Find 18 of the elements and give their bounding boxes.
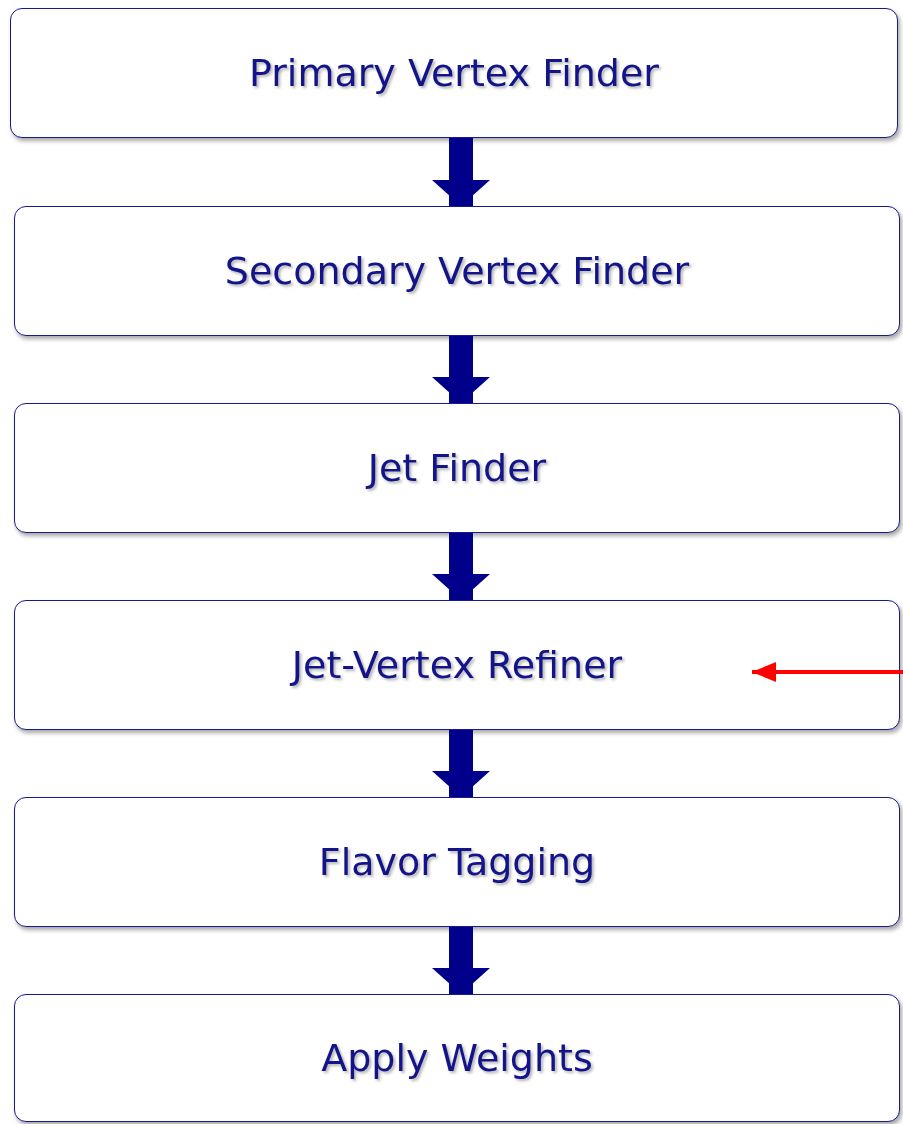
process-box xyxy=(14,994,900,1122)
block-arrow xyxy=(432,730,490,797)
block-arrow xyxy=(432,336,490,403)
block-arrow xyxy=(432,138,490,206)
block-arrow xyxy=(432,927,490,994)
process-label: Jet-Vertex Refiner xyxy=(291,643,623,687)
process-box xyxy=(14,403,900,533)
process-box xyxy=(14,797,900,927)
process-label: Apply Weights xyxy=(321,1036,593,1080)
process-box xyxy=(10,8,898,138)
process-box xyxy=(14,206,900,336)
process-label: Jet Finder xyxy=(367,446,547,490)
process-label: Flavor Tagging xyxy=(318,840,596,884)
process-label: Primary Vertex Finder xyxy=(249,51,659,95)
arrow xyxy=(752,662,903,682)
process-label: Secondary Vertex Finder xyxy=(224,249,690,293)
process-box xyxy=(14,600,900,730)
block-arrow xyxy=(432,533,490,600)
